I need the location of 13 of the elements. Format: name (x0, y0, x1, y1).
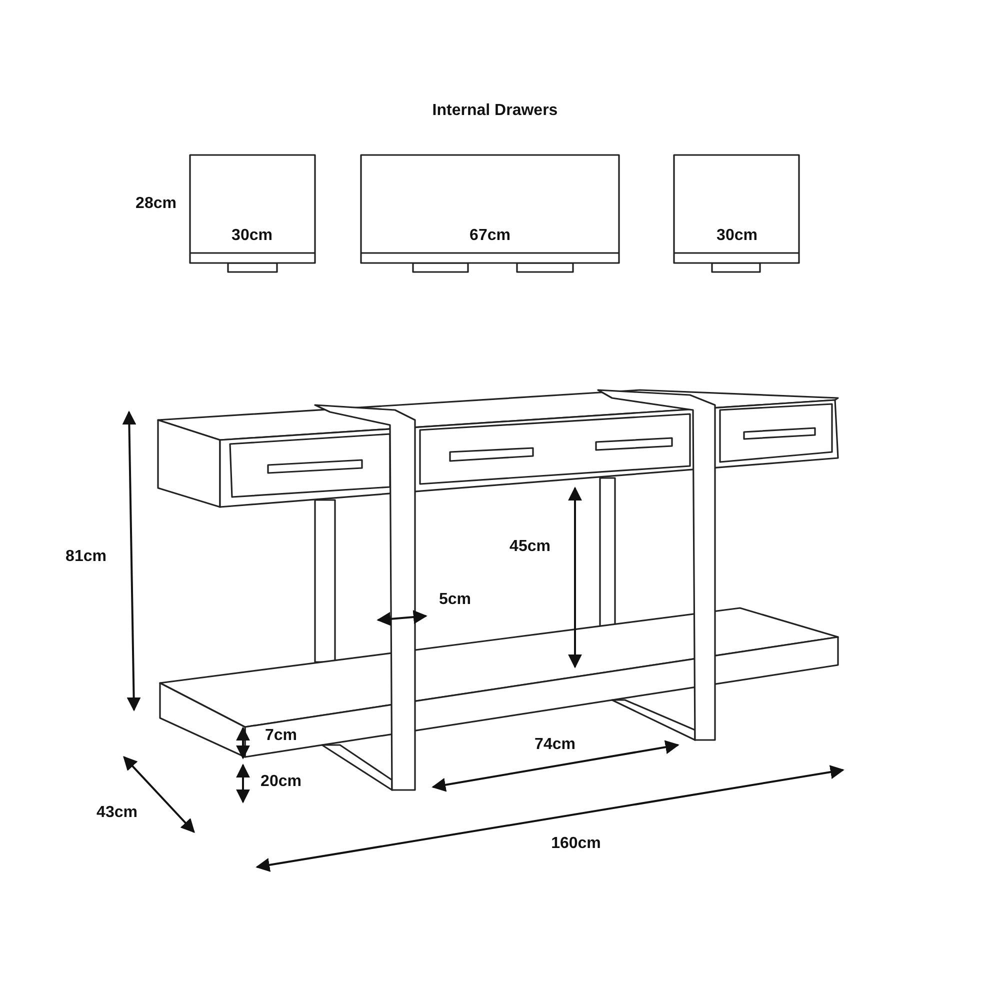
drawing-title: Internal Drawers (432, 102, 558, 120)
dimension-label: 67cm (470, 227, 510, 245)
dimension-label: 74cm (534, 736, 576, 754)
dimension-label: 30cm (716, 227, 758, 245)
dimension-label: 5cm (438, 591, 472, 609)
dimension-label: 7cm (264, 727, 298, 745)
dimension-label: 81cm (66, 548, 106, 566)
dimension-label: 160cm (551, 835, 601, 853)
dimension-label: 30cm (232, 227, 272, 245)
dimension-label: 20cm (260, 773, 302, 791)
dimension-label: 28cm (136, 195, 176, 213)
dimension-label: 45cm (510, 538, 550, 556)
dimension-label: 43cm (96, 804, 138, 822)
